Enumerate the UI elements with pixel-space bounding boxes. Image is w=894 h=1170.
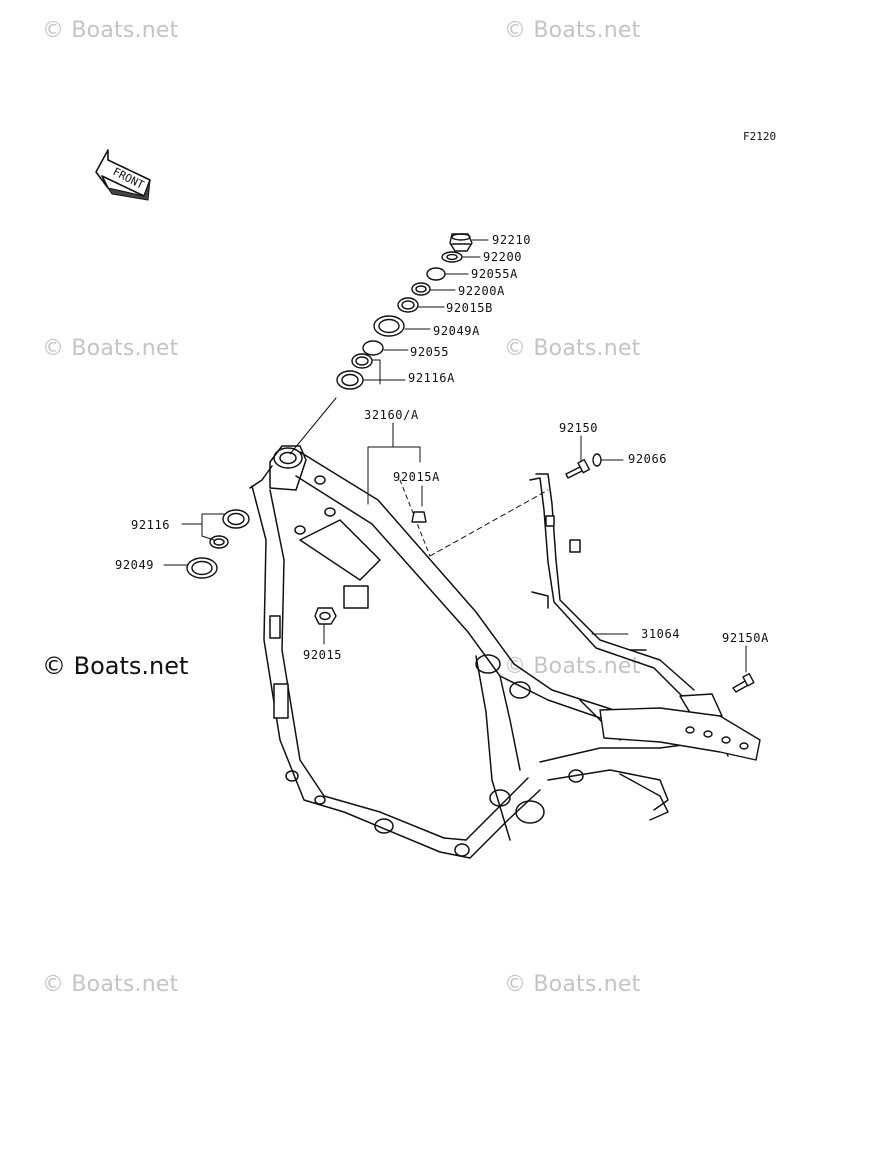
part-label-92116[interactable]: 92116 [131,518,171,532]
sub-frame-rail [529,473,723,717]
watermark-main: © Boats.net [42,652,189,680]
part-label-92150[interactable]: 92150 [559,421,599,435]
part-label-92116A[interactable]: 92116A [408,371,455,385]
part-label-92200[interactable]: 92200 [483,250,523,264]
part-label-92015[interactable]: 92015 [303,648,343,662]
diagram-code: F2120 [743,130,777,143]
part-label-92210[interactable]: 92210 [492,233,532,247]
part-label-32160-A[interactable]: 32160/A [364,408,419,422]
watermark: © Boats.net [504,18,641,43]
loose-parts [186,453,755,693]
part-label-92049A[interactable]: 92049A [433,324,480,338]
part-label-92055[interactable]: 92055 [410,345,450,359]
part-label-92200A[interactable]: 92200A [458,284,505,298]
part-label-31064[interactable]: 31064 [641,627,681,641]
part-label-92055A[interactable]: 92055A [471,267,518,281]
watermark: © Boats.net [504,972,641,997]
part-label-92066[interactable]: 92066 [628,452,668,466]
watermark: © Boats.net [504,654,641,679]
part-label-92049[interactable]: 92049 [115,558,155,572]
watermark: © Boats.net [42,336,179,361]
watermark: © Boats.net [504,336,641,361]
front-arrow-icon: FRONT [95,149,151,201]
watermark: © Boats.net [42,972,179,997]
part-label-92150A[interactable]: 92150A [722,631,769,645]
watermark: © Boats.net [42,18,179,43]
part-label-92015A[interactable]: 92015A [393,470,440,484]
steering-stem-parts [336,233,473,390]
part-label-92015B[interactable]: 92015B [446,301,493,315]
rear-crossmember [599,707,761,821]
